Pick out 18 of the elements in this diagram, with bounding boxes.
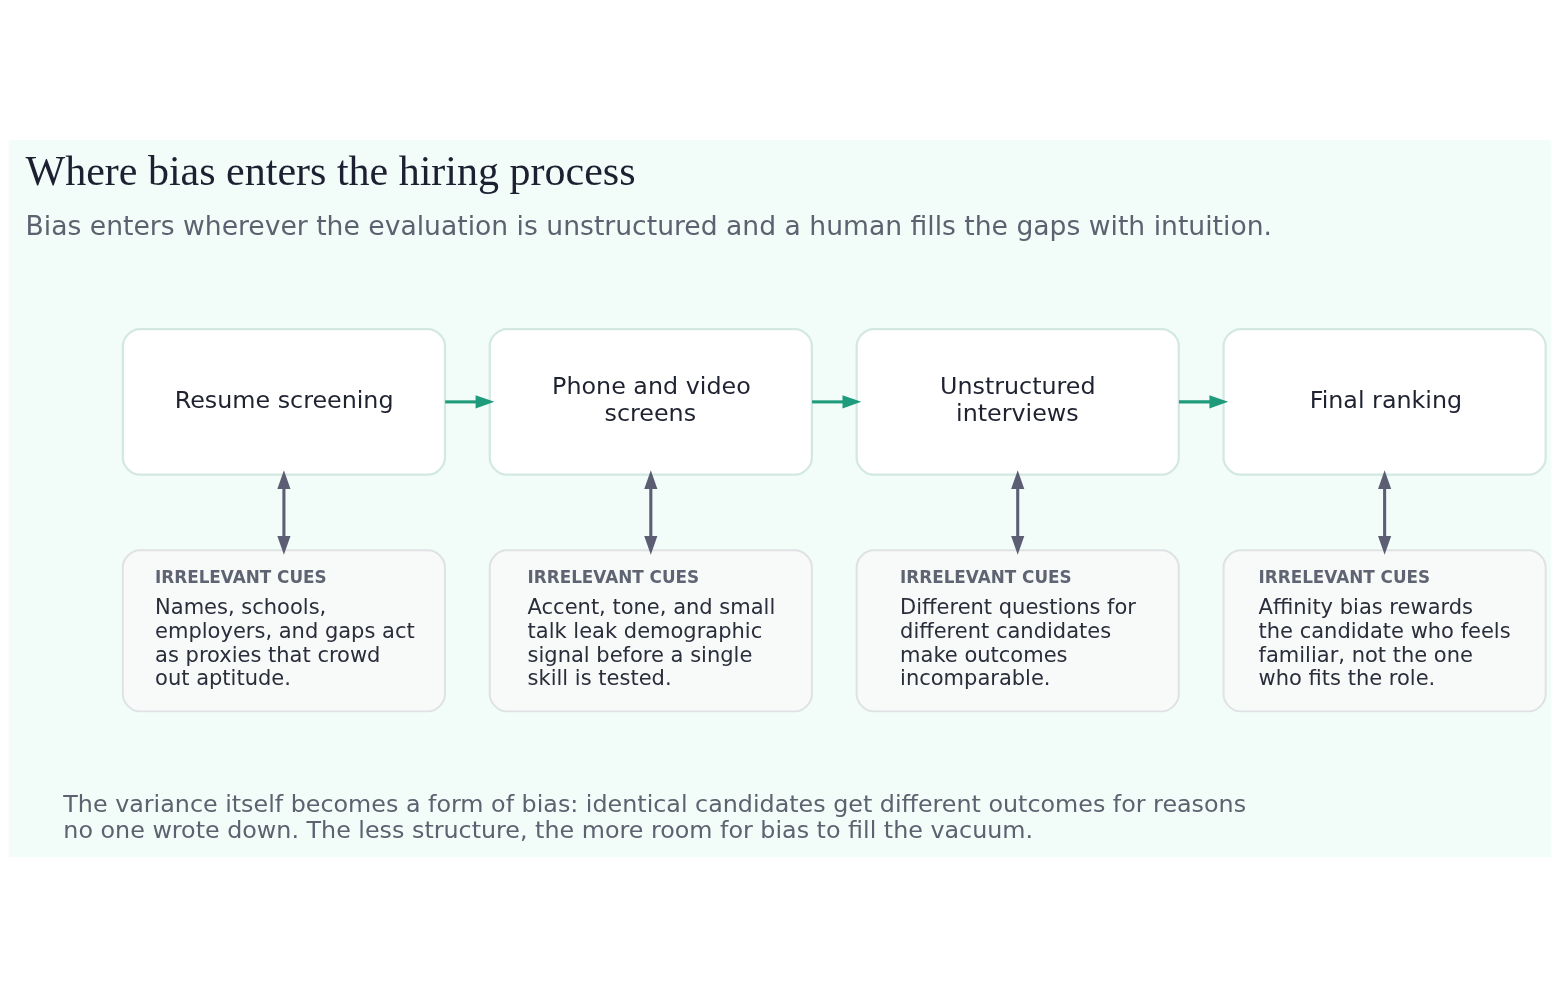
arrow <box>812 394 862 408</box>
label: Bias enters wherever the evaluation is unstructured and a human fills the gaps with intuition. <box>25 209 1272 241</box>
node-box: Final ranking <box>1222 327 1547 476</box>
node-box: Unstructured interviews <box>855 327 1180 476</box>
arrow <box>1378 469 1392 555</box>
arrow <box>277 469 291 555</box>
node-box: IRRELEVANT CUES Different questions for different candidates make outcomes incomparable. <box>855 548 1180 712</box>
node-box: Phone and video screens <box>488 327 813 476</box>
arrow <box>644 469 658 555</box>
caption: The variance itself becomes a form of bias: identical candidates get different outcomes for reasons no one wrote down. The less structure, the more room for bias to fill the vacuum. <box>63 789 1247 844</box>
arrow <box>1178 394 1229 408</box>
arrow <box>1011 469 1025 555</box>
node-box: IRRELEVANT CUES Accent, tone, and small talk leak demographic signal before a single skill is tested. <box>488 548 813 712</box>
node-box: IRRELEVANT CUES Affinity bias rewards the candidate who feels familiar, not the one who fits the role. <box>1222 548 1547 712</box>
arrow <box>445 394 495 408</box>
node-box: Resume screening <box>121 327 447 476</box>
node-box: IRRELEVANT CUES Names, schools, employers, and gaps act as proxies that crowd out aptitude. <box>121 548 446 712</box>
diagram-title: Where bias enters the hiring process <box>25 147 636 194</box>
